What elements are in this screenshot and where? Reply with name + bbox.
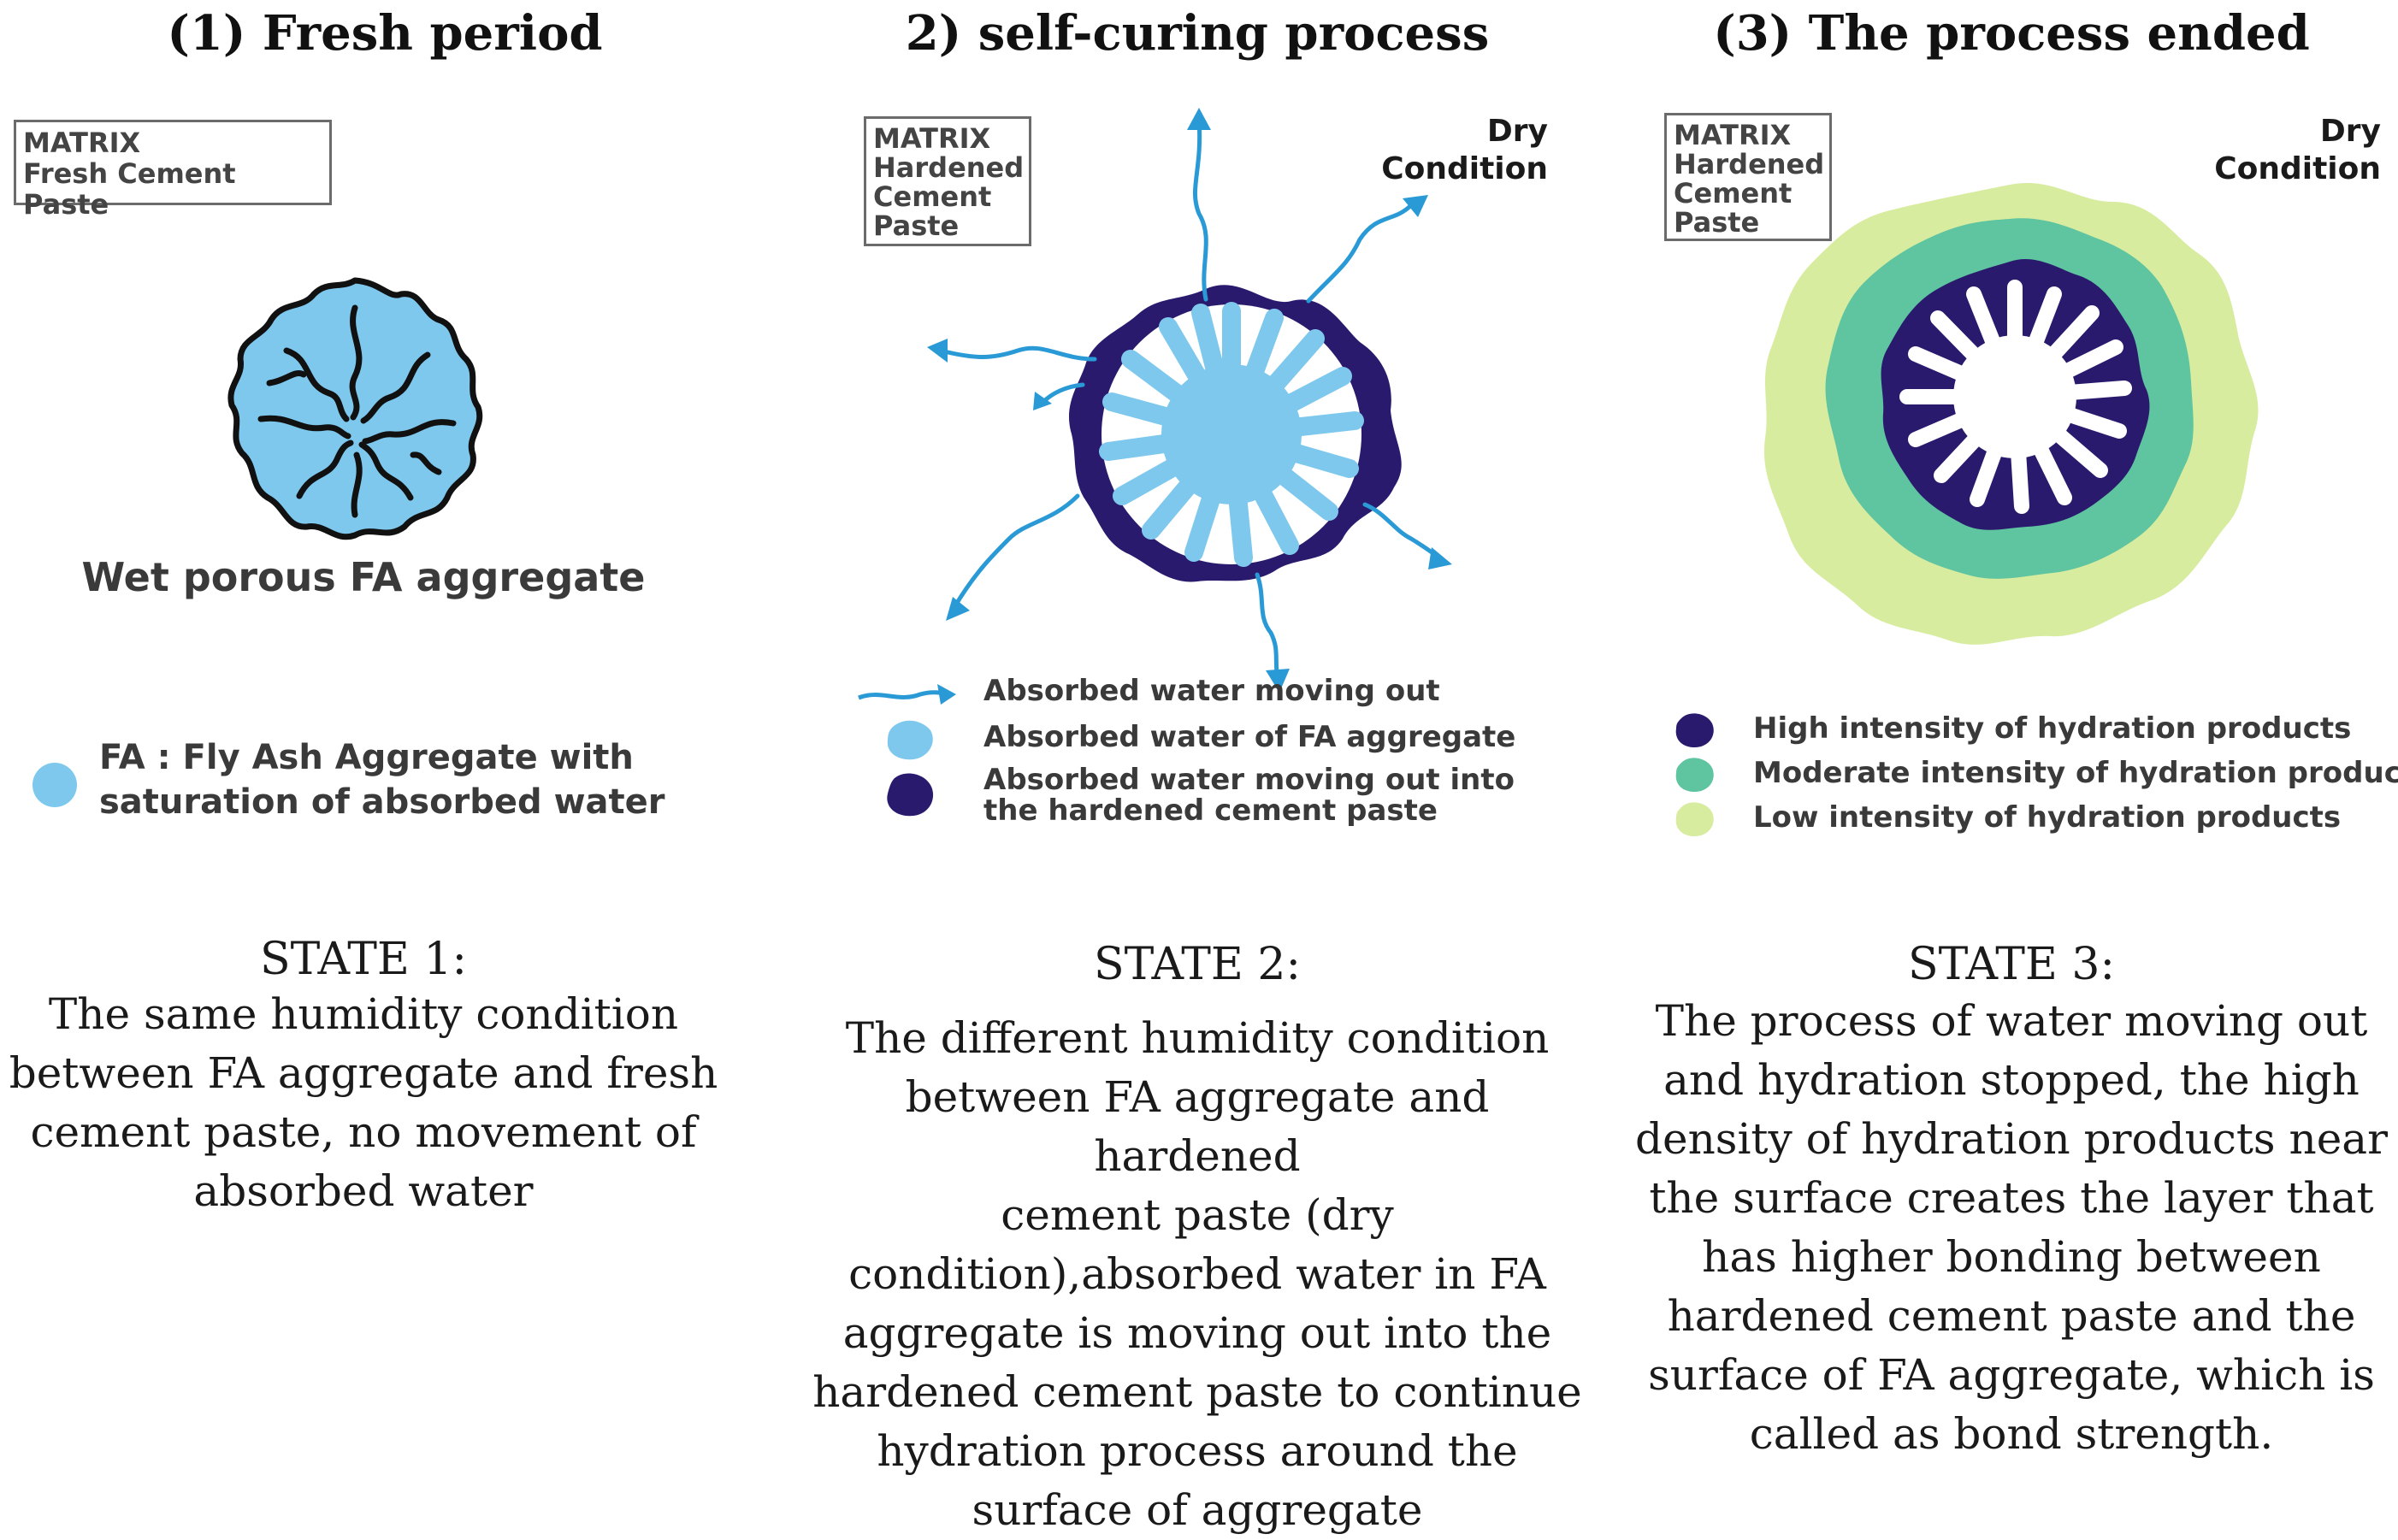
panel-fresh-period: (1) Fresh period MATRIX Fresh Cement Pas…: [0, 0, 770, 1515]
panel-title: 2) self-curing process: [905, 5, 1490, 62]
matrix-line: Hardened: [873, 151, 1025, 184]
light-blue-dot-icon: [32, 763, 77, 807]
state-title: STATE 3:: [1908, 939, 2115, 990]
state-line: hardened cement paste and the: [1667, 1291, 2356, 1341]
state-2-text: STATE 2: The different humidity conditio…: [795, 939, 1599, 1540]
light-blue-blob-icon: [887, 720, 933, 760]
state-line: cement paste (dry: [1001, 1190, 1394, 1240]
state-line: aggregate is moving out into the: [842, 1308, 1552, 1358]
legend-label: Absorbed water moving out: [983, 674, 1440, 708]
aggregate-caption: Wet porous FA aggregate: [81, 554, 646, 600]
arrow-heads: [927, 108, 1452, 693]
process-ended-aggregate-diagram: [1763, 182, 2259, 645]
state-title: STATE 2:: [1094, 939, 1301, 990]
matrix-label-box: MATRIX Hardened Cement Paste: [1664, 113, 1832, 241]
dry-line: Condition: [1381, 151, 1548, 186]
matrix-line: MATRIX: [1674, 119, 1792, 151]
pale-green-dot-icon: [1675, 802, 1714, 836]
dry-line: Dry: [1486, 114, 1548, 149]
panel-title: (3) The process ended: [1713, 5, 2310, 62]
panel-process-ended: (3) The process ended MATRIX Hardened Ce…: [1625, 0, 2398, 1515]
legend-fresh: FA : Fly Ash Aggregate with saturation o…: [31, 735, 732, 829]
legend-line: FA : Fly Ash Aggregate with: [99, 738, 634, 777]
legend-label: the hardened cement paste: [983, 794, 1438, 828]
matrix-line: Fresh Cement Paste: [23, 157, 236, 221]
dark-navy-blob-icon: [887, 773, 934, 817]
state-line: between FA aggregate and fresh: [9, 1048, 718, 1098]
arrow-icon: [858, 684, 956, 705]
green-dot-icon: [1675, 758, 1714, 792]
matrix-line: Paste: [873, 209, 960, 242]
legend-label: High intensity of hydration products: [1753, 711, 2352, 746]
state-line: density of hydration products near: [1634, 1114, 2388, 1164]
panel-self-curing: 2) self-curing process MATRIX Hardened C…: [795, 0, 1599, 1535]
navy-dot-icon: [1675, 713, 1714, 747]
state-line: hardened cement paste to continue: [812, 1367, 1582, 1417]
pore-channels: [257, 304, 457, 518]
state-line: surface of aggregate: [972, 1485, 1423, 1535]
legend-label: Low intensity of hydration products: [1753, 800, 2342, 835]
matrix-label-box: MATRIX Hardened Cement Paste: [864, 116, 1031, 246]
state-line: The process of water moving out: [1655, 996, 2368, 1046]
state-line: The different humidity condition: [845, 1013, 1550, 1063]
matrix-line: Paste: [1674, 206, 1760, 239]
matrix-line: Cement: [873, 180, 992, 213]
panel-title: (1) Fresh period: [167, 5, 603, 62]
state-line: surface of FA aggregate, which is: [1648, 1350, 2375, 1400]
wet-porous-aggregate-diagram: [227, 277, 483, 540]
state-line: cement paste, no movement of: [30, 1107, 697, 1157]
state-line: and hydration stopped, the high: [1663, 1055, 2360, 1105]
water-arrows: [938, 117, 1439, 683]
state-line: absorbed water: [193, 1166, 534, 1216]
matrix-line: Cement: [1674, 177, 1793, 209]
legend-self-curing: Absorbed water moving out Absorbed water…: [855, 672, 1591, 843]
state-1-text: STATE 1: The same humidity condition bet…: [0, 934, 727, 1221]
dry-line: Dry: [2319, 114, 2381, 149]
state-line: called as bond strength.: [1749, 1409, 2274, 1459]
matrix-line: Hardened: [1674, 148, 1825, 180]
dry-condition-label: Dry Condition: [2193, 113, 2381, 188]
state-line: has higher bonding between: [1702, 1232, 2321, 1282]
state-title: STATE 1:: [260, 934, 467, 985]
self-curing-aggregate-diagram: [927, 108, 1452, 693]
state-line: The same humidity condition: [48, 989, 679, 1039]
legend-label: Moderate intensity of hydration products: [1753, 756, 2398, 790]
legend-line: saturation of absorbed water: [99, 782, 665, 822]
legend-hydration: High intensity of hydration products Mod…: [1674, 710, 2398, 855]
dry-condition-label: Dry Condition: [1360, 113, 1548, 188]
porous-core: [1899, 280, 2132, 514]
legend-label: Absorbed water moving out into: [983, 763, 1515, 797]
state-line: condition),absorbed water in FA: [848, 1249, 1546, 1299]
state-line: the surface creates the layer that: [1649, 1173, 2374, 1223]
dry-line: Condition: [2214, 151, 2381, 186]
matrix-line: MATRIX: [873, 122, 991, 155]
absorbed-water-core: [1099, 302, 1364, 567]
state-line: between FA aggregate and hardened: [905, 1072, 1490, 1181]
matrix-line: MATRIX: [23, 127, 141, 159]
state-line: hydration process around the: [877, 1426, 1518, 1476]
matrix-label-box: MATRIX Fresh Cement Paste: [14, 120, 332, 220]
state-3-text: STATE 3: The process of water moving out…: [1625, 939, 2398, 1464]
legend-label: Absorbed water of FA aggregate: [983, 720, 1516, 754]
